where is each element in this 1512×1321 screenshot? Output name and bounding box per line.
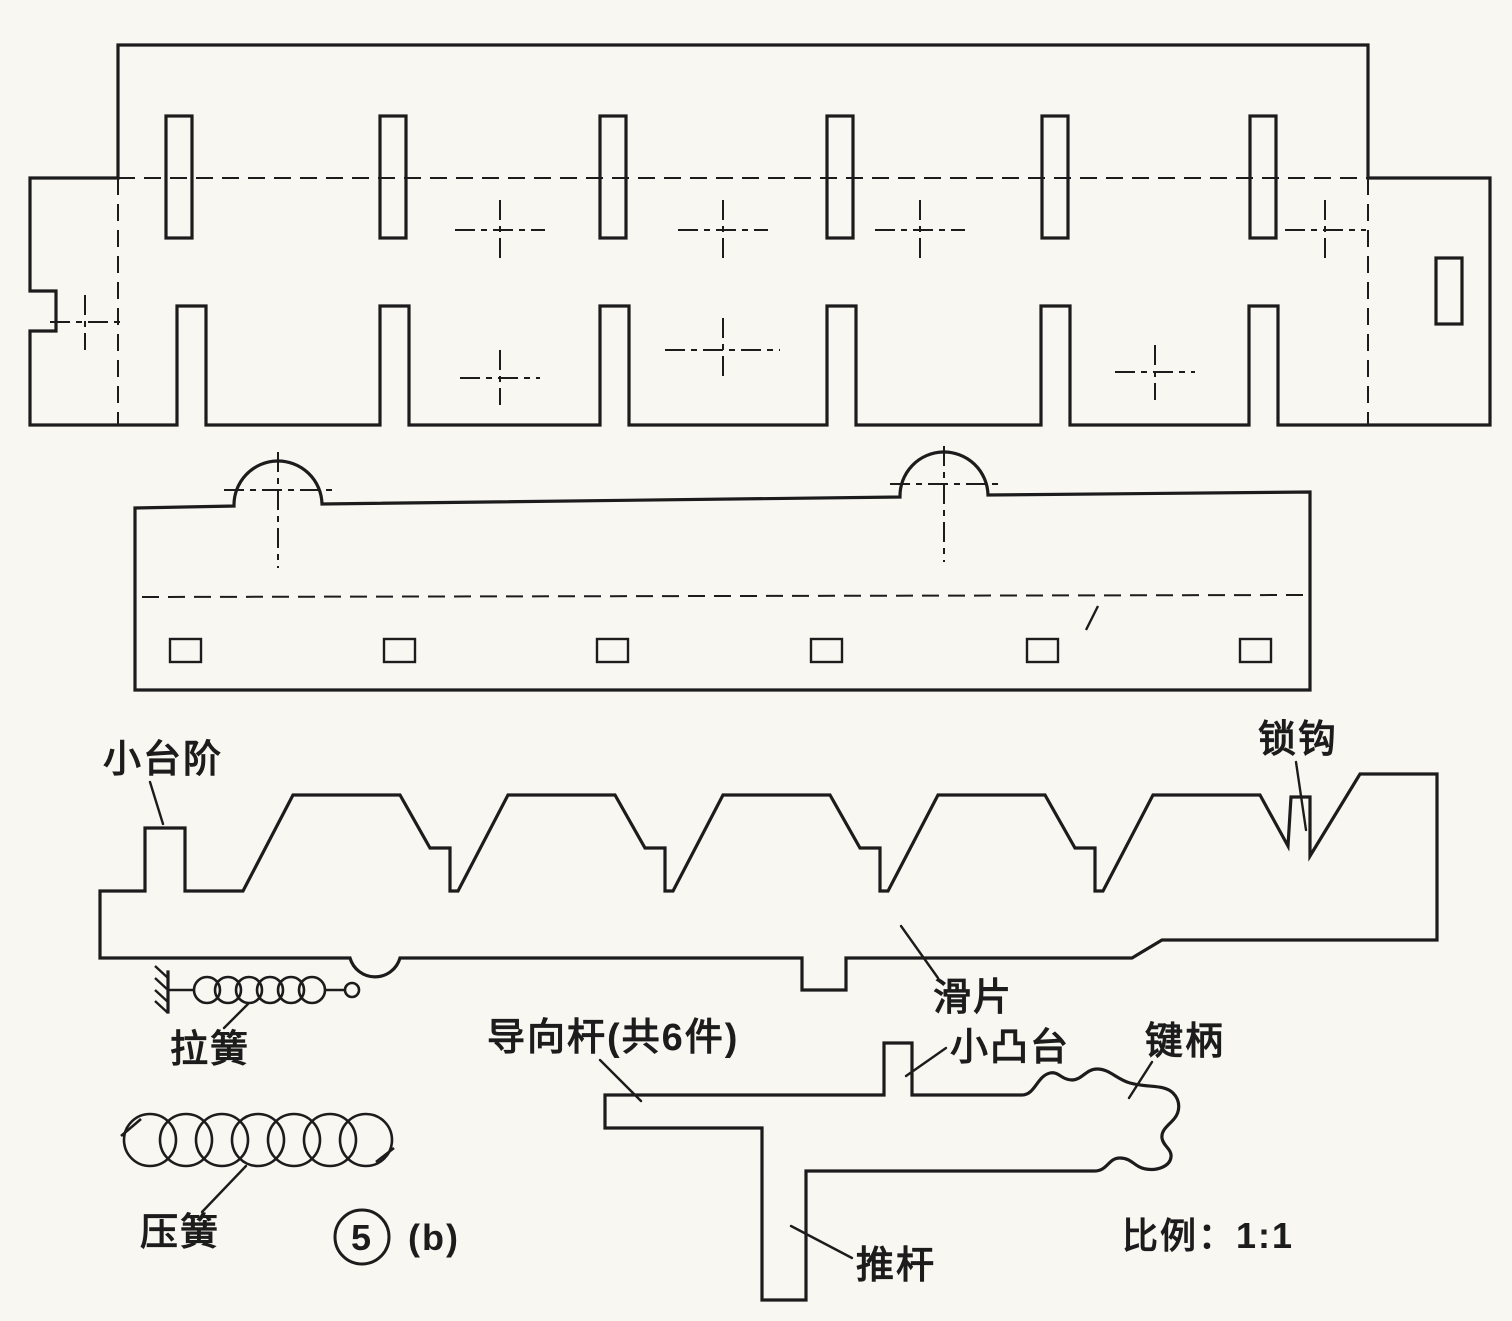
label-tension-spring: 拉簧 (170, 1029, 250, 1071)
leader-slider-plate (899, 924, 940, 980)
bar-hole (1238, 637, 1273, 664)
scale-label: 比例：1:1 (1122, 1215, 1294, 1256)
bar-hole (382, 637, 417, 664)
bar-hole (809, 637, 844, 664)
slider-view (98, 772, 1439, 1014)
label-push-rod: 推杆 (856, 1245, 936, 1287)
bar-center-line (141, 594, 1304, 598)
label-small-boss: 小凸台 (950, 1027, 1070, 1069)
bar-hole (595, 637, 630, 664)
leader-small-step (148, 780, 165, 826)
leader-push-rod (789, 1224, 854, 1260)
retainer-bar-outline (133, 450, 1312, 692)
plate-slot (164, 114, 194, 240)
leader-small-boss (904, 1046, 948, 1078)
center-mark (455, 200, 545, 262)
center-mark (224, 452, 334, 568)
center-mark (460, 350, 540, 405)
guide-rod-view (603, 1041, 1181, 1302)
figure-number: 5 (351, 1217, 373, 1258)
leader-key-handle (1127, 1060, 1154, 1100)
tick-mark (1084, 605, 1100, 631)
center-mark (1285, 200, 1366, 262)
figure-sub-label: (b) (408, 1217, 460, 1258)
bar-hole (1025, 637, 1060, 664)
center-mark (1115, 345, 1195, 400)
bar-hole (168, 637, 203, 664)
leader-lock-hook (1294, 760, 1308, 832)
spring-anchor-wall (154, 965, 170, 1014)
label-slider-plate: 滑片 (933, 977, 1013, 1019)
top-plate-view (28, 43, 1492, 427)
label-lock-hook: 锁钩 (1258, 719, 1338, 761)
label-small-step: 小台阶 (103, 739, 223, 781)
top-plate-outline (28, 43, 1492, 427)
guide-rod-outline (603, 1041, 1181, 1302)
compression-spring-drawing (120, 1112, 395, 1168)
label-compression-spring: 压簧 (140, 1212, 220, 1254)
annotations: 小台阶 锁钩 滑片 拉簧 压簧 导向杆(共6件) 小凸台 键柄 推杆 (103, 719, 1338, 1287)
center-mark (50, 295, 120, 350)
tension-spring-drawing (168, 975, 361, 1005)
plate-flap-hole (1434, 256, 1464, 326)
center-mark (890, 446, 1000, 562)
center-mark (678, 200, 768, 262)
spring-hook-eye (343, 981, 361, 999)
center-mark (875, 200, 965, 262)
label-key-handle: 键柄 (1145, 1021, 1225, 1063)
figure-number-circle (333, 1208, 391, 1266)
figure-caption: 5 (b) 比例：1:1 (333, 1208, 1294, 1266)
leader-compression-spring (200, 1164, 248, 1214)
leader-tension-spring (222, 1002, 250, 1030)
leader-guide-rod (598, 1058, 643, 1103)
label-guide-rod: 导向杆(共6件) (487, 1017, 739, 1059)
center-mark (665, 318, 780, 382)
slider-outline (98, 772, 1439, 992)
retainer-bar-view (133, 446, 1312, 692)
